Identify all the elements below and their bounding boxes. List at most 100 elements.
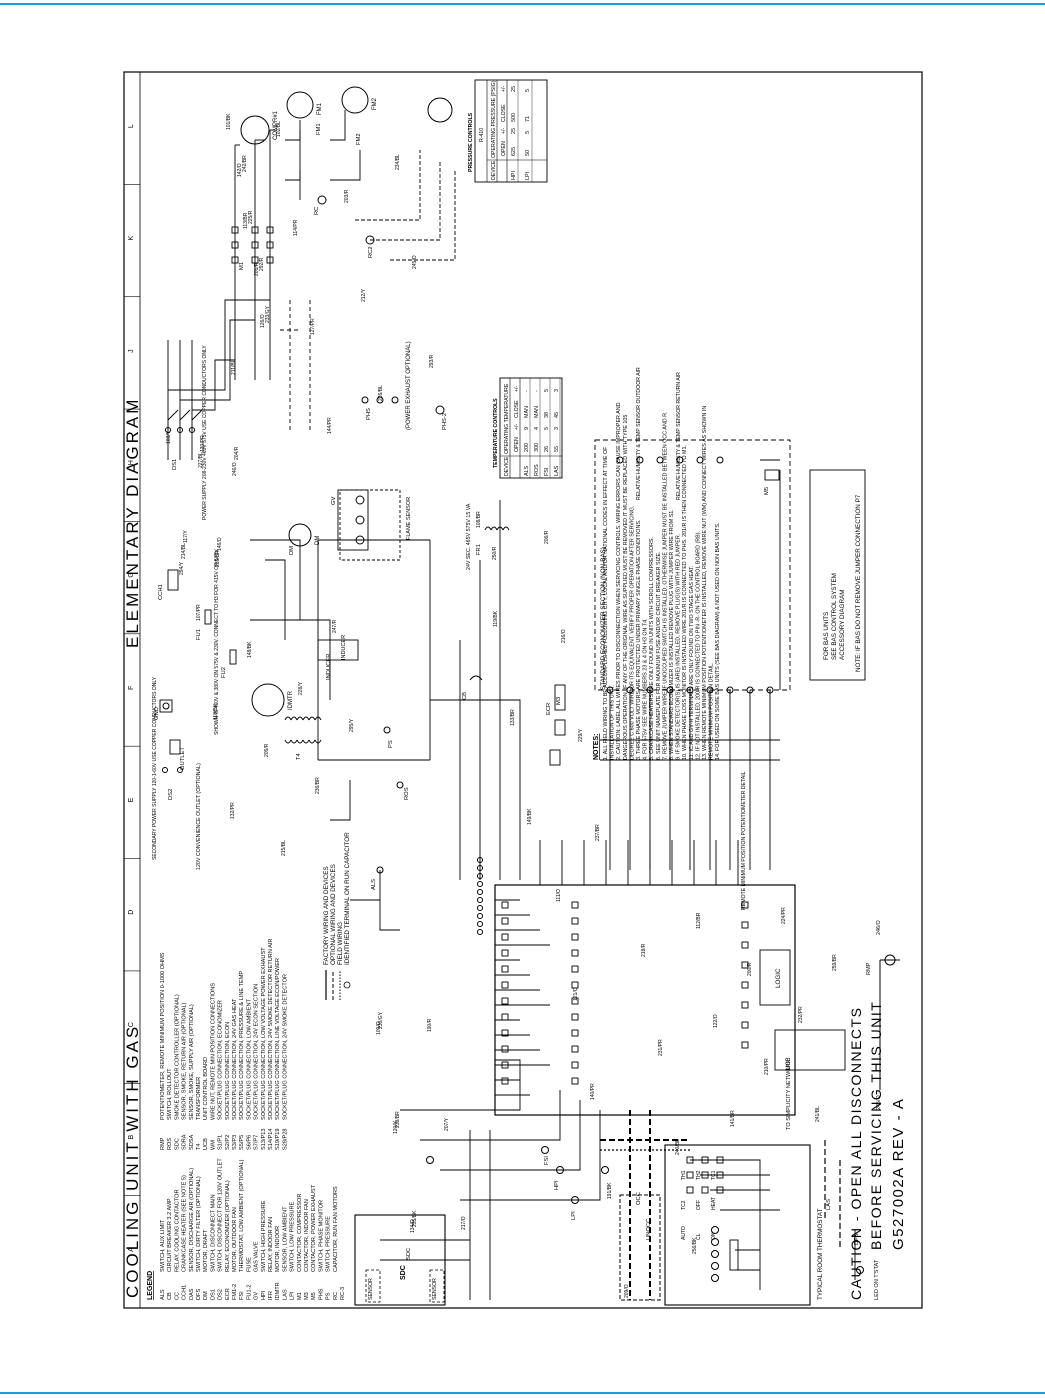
thermostat-switch-contact bbox=[711, 1250, 719, 1258]
econ-plug-pin bbox=[746, 686, 754, 694]
pressure-controls-table: PRESSURE CONTROLS R-410 DEVICE OPERATING… bbox=[468, 79, 548, 183]
wire-label: 214/BL bbox=[181, 543, 187, 559]
thermostat-title: TYPICAL ROOM THERMOSTAT bbox=[817, 1208, 824, 1300]
legend-code: FM1-2 bbox=[232, 1284, 238, 1300]
wire-label: 120/Y bbox=[393, 1120, 399, 1134]
wire-label: 133/BR bbox=[510, 709, 516, 726]
wire bbox=[167, 409, 179, 421]
ros-switch bbox=[396, 781, 404, 789]
wire-label: 132/PR bbox=[230, 802, 236, 819]
plug-pin bbox=[477, 857, 483, 863]
legend-desc: FUSE bbox=[246, 1257, 252, 1272]
legend-code: LPI bbox=[290, 1291, 296, 1300]
note-line: 7. REMOVE JUMPER WIRE IF UNOCCUPIED SWIT… bbox=[662, 411, 668, 760]
note-line: 13. WHEN REMOTE MINIMUM POSITION POTENTI… bbox=[702, 406, 708, 760]
wire-label: 107/PR bbox=[196, 604, 202, 621]
legend-desc: SOCKET/PLUG CONNECTION, 24V SMOKE DETECT… bbox=[268, 939, 274, 1120]
plug-pin bbox=[477, 905, 483, 911]
thermostat-terminal bbox=[716, 1156, 724, 1164]
fr1-coil bbox=[496, 526, 504, 531]
wire-label: 119/BK bbox=[493, 610, 499, 627]
legend-code: S6/P6 bbox=[246, 1135, 252, 1150]
ucb-terminal bbox=[571, 981, 579, 989]
legend-desc: CAPACITOR, RUN FAN MOTORS bbox=[333, 1186, 339, 1272]
switch-contact bbox=[426, 1156, 434, 1164]
wire-label: 232/PR bbox=[798, 1006, 804, 1023]
component-label: DS2 bbox=[168, 789, 174, 800]
legend-code: S14/P14 bbox=[268, 1129, 274, 1150]
grid-letter-d: D bbox=[128, 910, 135, 915]
inducer-box bbox=[317, 639, 359, 661]
temp-controls-title: TEMPERATURE CONTROLS bbox=[493, 398, 499, 468]
contactor-m1-terminal bbox=[266, 241, 274, 249]
legend-code: S7/P7 bbox=[254, 1135, 260, 1150]
legend-desc: SWITCH, DISCONNECT MAIN bbox=[210, 1194, 216, 1272]
econ-plug-pin bbox=[626, 686, 634, 694]
econ-plug-pin bbox=[646, 686, 654, 694]
transformer-coil bbox=[290, 739, 298, 744]
temp-cell: MAN bbox=[534, 406, 540, 418]
fr1-coil bbox=[484, 526, 492, 531]
grid-letter-b: B bbox=[128, 1134, 135, 1139]
phs-terminal bbox=[376, 396, 384, 404]
legend-code: S19/P19 bbox=[275, 1129, 281, 1150]
ucb-terminal bbox=[501, 933, 509, 941]
notes-group: NOTES: 1. ALL FIELD WIRING TO BE ACCOMPL… bbox=[593, 402, 721, 760]
ucb-board bbox=[494, 884, 796, 1116]
legend-desc: WIRE NUT, REMOTE MIN POSITION CONNECTION… bbox=[210, 983, 216, 1120]
legend-code: M5 bbox=[311, 1292, 317, 1300]
legend-code: WM bbox=[210, 1140, 216, 1150]
ucb-sub-block bbox=[774, 1029, 846, 1071]
component-label: GND bbox=[154, 707, 160, 720]
crankcase-heater bbox=[167, 569, 179, 591]
wire-label: 246/O bbox=[232, 462, 238, 476]
contactor-m1-terminal bbox=[231, 256, 239, 264]
wire-label: 142/O bbox=[237, 163, 243, 177]
wire-label: 111/O bbox=[556, 889, 562, 902]
ucb-terminal bbox=[501, 1013, 509, 1021]
temp-cell: ROS bbox=[534, 464, 540, 476]
flame-sensor-label: FLAME SENSOR bbox=[406, 497, 412, 540]
logic-block bbox=[759, 949, 791, 1006]
temp-h-device: DEVICE bbox=[504, 456, 510, 476]
economizer-title: STANDARD ECONOMIZER SECTION (NON-BAS) bbox=[600, 547, 607, 690]
plug-pin bbox=[477, 865, 483, 871]
transformer-coil bbox=[290, 716, 298, 721]
wire-label: 224/PR bbox=[781, 907, 787, 924]
legend-desc: SWITCH, ROLLOUT bbox=[167, 1068, 173, 1120]
run-capacitor-rc bbox=[317, 195, 327, 205]
note-line: 14. FOR USED ON SOME BAS UNITS (SEE BAS … bbox=[715, 523, 721, 760]
wire-label: 201/R bbox=[254, 262, 260, 276]
plug-pin bbox=[477, 881, 483, 887]
legend-code: RC bbox=[333, 1292, 339, 1300]
legend-desc: RELAY, INDOOR FAN bbox=[268, 1217, 274, 1272]
remote-detail-group: REMOTE MINIMUM POSITION POTENTIOMETER DE… bbox=[741, 771, 747, 910]
ucb-terminal bbox=[571, 1029, 579, 1037]
pressure-cell: 50 bbox=[525, 150, 531, 156]
transformer-coil bbox=[296, 739, 304, 744]
note-line: 12. IF NOT INSTALLED, 200/R IS CONNECTED… bbox=[695, 531, 701, 760]
note-line: 8. WHEN STANDARD ECONOMIZER IS INSTALLED… bbox=[669, 509, 675, 760]
legend-desc: SOCKET/PLUG CONNECTION, LOW AMBIENT bbox=[246, 999, 252, 1120]
wire-label: 122/O bbox=[713, 1014, 719, 1028]
econ-sensor-oa: RELATIVE HUMIDITY & TEMP SENSOR OUTDOOR … bbox=[636, 367, 642, 500]
legend-desc: RELAY, COOLING CONTACTOR bbox=[174, 1189, 180, 1272]
wire-label: 295/Y bbox=[349, 718, 355, 732]
rmp-label: RMP bbox=[866, 962, 872, 975]
legend-desc: CONTACTOR, INDOOR FAN bbox=[304, 1199, 310, 1272]
legend-code: S1/P1 bbox=[218, 1135, 224, 1150]
title-left: COOLING UNIT WITH GAS bbox=[123, 1024, 142, 1298]
component-label: PHS bbox=[366, 408, 372, 420]
pressure-cell: 625 bbox=[511, 147, 517, 156]
indoor-motor-label: IDMTR bbox=[288, 690, 294, 710]
ucb-terminal bbox=[741, 1001, 749, 1009]
legend-desc: SWITCH, AUX LIMIT bbox=[160, 1219, 166, 1272]
wire bbox=[168, 299, 270, 391]
sdc-label: SDC bbox=[400, 1265, 407, 1280]
temp-cell: FSI bbox=[544, 468, 550, 476]
grid-letter-k: K bbox=[128, 236, 135, 241]
wiring-key-field: FIELD WIRING bbox=[337, 922, 344, 965]
plug-pin bbox=[477, 873, 483, 879]
